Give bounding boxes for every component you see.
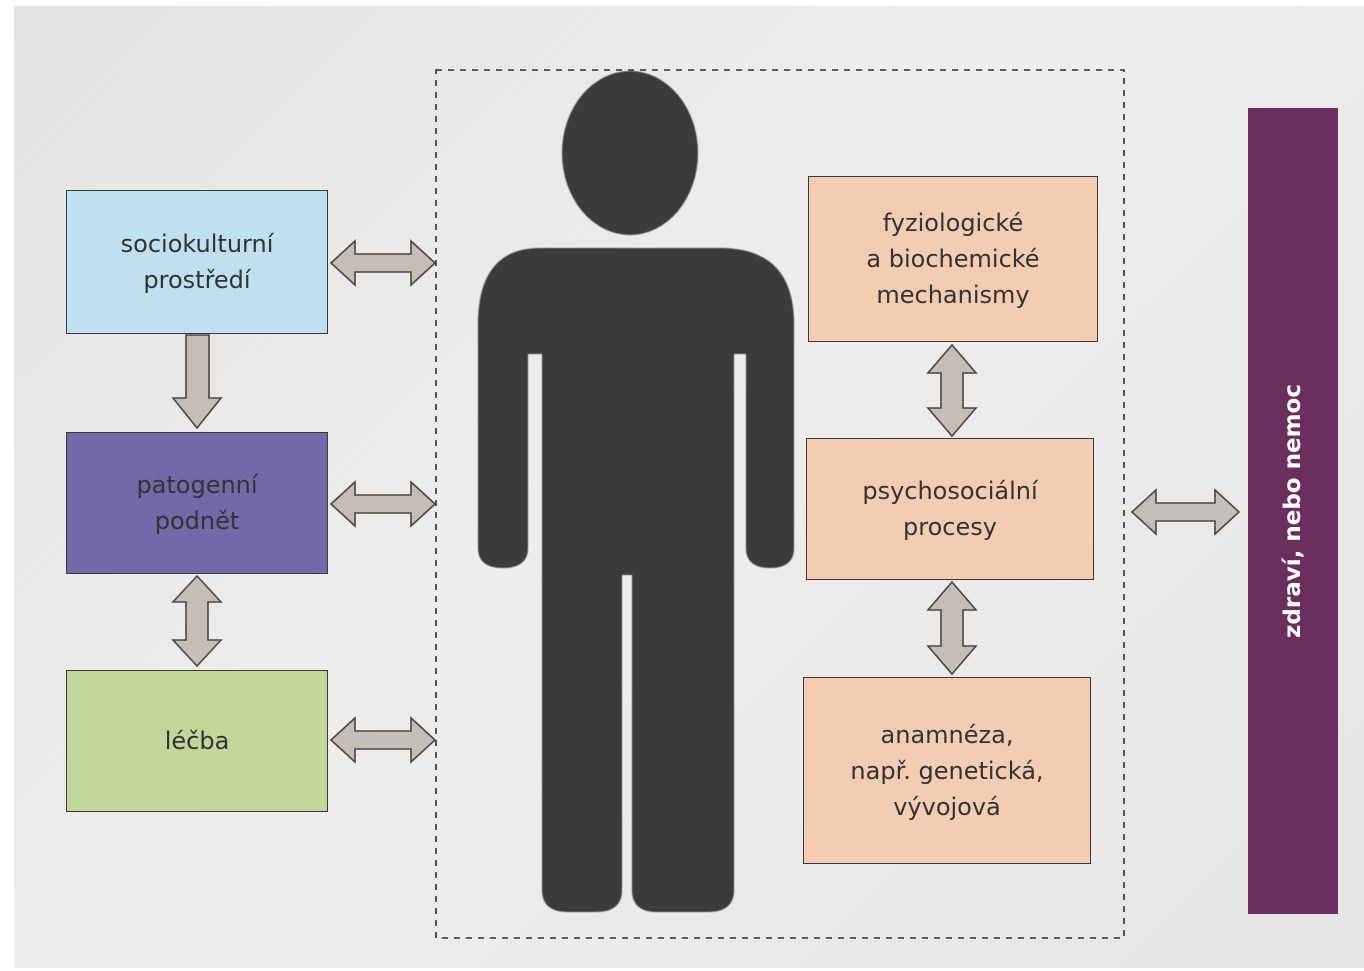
history-line-1: anamnéza, — [880, 720, 1014, 749]
person-icon — [478, 71, 794, 912]
physiological-mechanisms-box: fyziologické a biochemické mechanismy — [808, 176, 1098, 342]
arrow-pathogen-person — [329, 480, 437, 528]
psychosocial-line-1: psychosociální — [862, 477, 1038, 505]
sociocultural-environment-box: sociokulturní prostředí — [66, 190, 328, 334]
pathogenic-line-1: patogenní — [136, 471, 258, 499]
sociocultural-line-2: prostředí — [143, 266, 251, 294]
arrow-frame-outcome — [1130, 488, 1241, 536]
arrow-pathogen-treatment — [171, 574, 223, 668]
physiological-line-2: a biochemické — [866, 245, 1040, 273]
history-box: anamnéza, např. genetická, vývojová — [803, 677, 1091, 864]
arrow-treatment-person — [329, 716, 437, 764]
pathogenic-line-2: podnět — [154, 507, 240, 535]
psychosocial-processes-box: psychosociální procesy — [806, 438, 1094, 580]
outcome-bar — [1248, 108, 1338, 914]
physiological-line-1: fyziologické — [882, 209, 1024, 237]
treatment-line-1: léčba — [164, 727, 230, 755]
outcome-label: zdraví, nebo nemoc — [1280, 384, 1306, 638]
pathogenic-stimulus-box: patogenní podnět — [66, 432, 328, 574]
arrow-socio-person — [329, 239, 437, 287]
history-line-3: vývojová — [893, 792, 1001, 821]
arrow-physio-psycho — [926, 343, 978, 438]
sociocultural-line-1: sociokulturní — [120, 230, 274, 258]
arrow-psycho-history — [926, 580, 978, 676]
psychosocial-line-2: procesy — [903, 513, 997, 541]
history-line-2: např. genetická, — [850, 756, 1044, 785]
arrow-socio-pathogen — [171, 334, 223, 430]
physiological-line-3: mechanismy — [876, 281, 1030, 309]
treatment-box: léčba — [66, 670, 328, 812]
